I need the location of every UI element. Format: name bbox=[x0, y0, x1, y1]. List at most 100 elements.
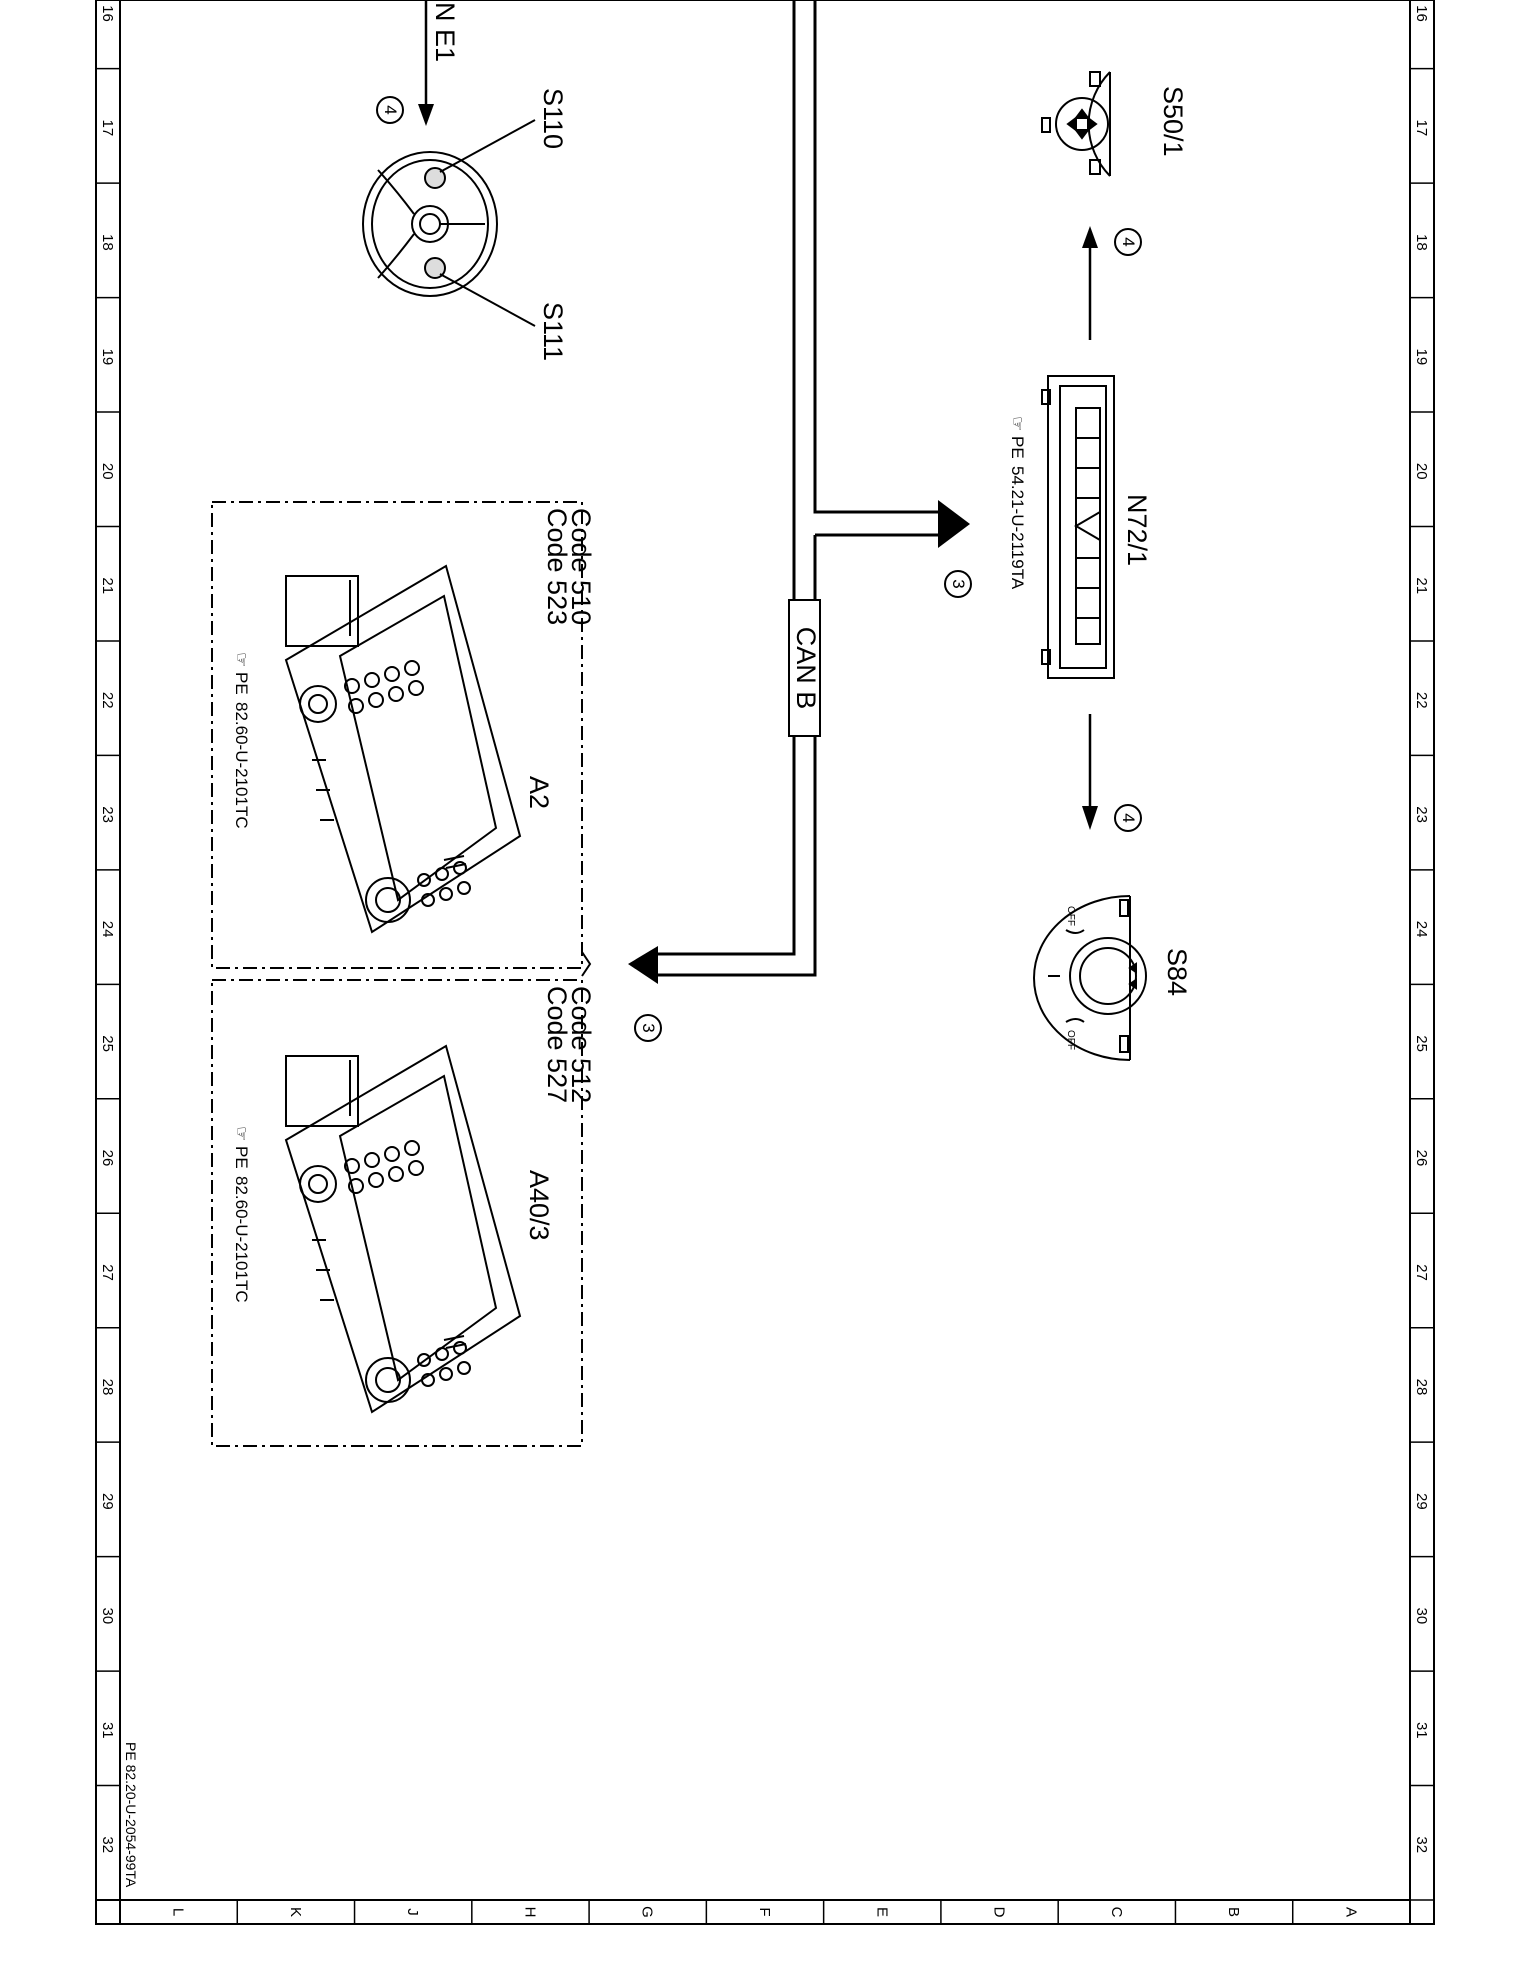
n-e1-label: N E1 bbox=[430, 2, 460, 62]
row-label-20-right: 20 bbox=[1413, 463, 1430, 480]
row-label-29-right: 29 bbox=[1413, 1493, 1430, 1510]
row-label-24-left: 24 bbox=[99, 921, 116, 938]
row-labels: 16 16 17 17 18 18 19 19 20 20 21 21 22 22 23 23 24 24 25 25… bbox=[99, 5, 1430, 1853]
a40-3-ref-prefix: PE bbox=[232, 1146, 251, 1169]
column-label-C: C bbox=[1108, 1907, 1125, 1918]
footer-doc-ref: PE 82.20-U-2054-99TA bbox=[123, 1742, 139, 1888]
s84-off-left: OFF bbox=[1065, 906, 1076, 926]
a2-option-box bbox=[211, 501, 583, 969]
label-s110: S110 bbox=[538, 88, 568, 149]
a40-3-ref-hand-icon: ☞ bbox=[232, 1126, 251, 1141]
steering-wheel-icon bbox=[362, 119, 536, 327]
row-label-27-left: 27 bbox=[99, 1264, 116, 1281]
a2-radio-unit-icon bbox=[284, 564, 522, 934]
page-frame bbox=[95, 0, 1435, 1925]
s84-switch-icon bbox=[1033, 895, 1147, 1061]
row-label-25-right: 25 bbox=[1413, 1035, 1430, 1052]
circle-ref-steering: 4 bbox=[376, 96, 404, 124]
column-label-K: K bbox=[287, 1907, 304, 1917]
label-s50-1: S50/1 bbox=[1158, 86, 1188, 157]
row-label-26-left: 26 bbox=[99, 1150, 116, 1167]
can-b-bus bbox=[654, 0, 940, 977]
arrow-to-n72 bbox=[938, 500, 970, 548]
svg-text:3: 3 bbox=[639, 1023, 658, 1032]
row-label-25-left: 25 bbox=[99, 1035, 116, 1052]
row-label-30-left: 30 bbox=[99, 1608, 116, 1625]
row-label-16-right: 16 bbox=[1413, 5, 1430, 22]
row-label-30-right: 30 bbox=[1413, 1608, 1430, 1625]
n72-ref-hand-icon: ☞ bbox=[1008, 416, 1027, 431]
row-label-26-right: 26 bbox=[1413, 1150, 1430, 1167]
a40-3-ref-number: 82.60-U-2101TC bbox=[232, 1176, 251, 1303]
label-a2: A2 bbox=[524, 776, 554, 809]
label-s84: S84 bbox=[1162, 948, 1192, 996]
svg-text:4: 4 bbox=[381, 105, 400, 114]
radio-bracket bbox=[581, 951, 592, 977]
a2-ref-prefix: PE bbox=[232, 672, 251, 695]
a2-code-2: Code 523 bbox=[542, 508, 572, 625]
arrow-to-radio bbox=[628, 946, 658, 984]
row-label-21-left: 21 bbox=[99, 577, 116, 594]
svg-text:4: 4 bbox=[1119, 237, 1138, 246]
arrow-n72-to-s84 bbox=[1082, 714, 1098, 830]
n-e1-connection: N E1 bbox=[418, 0, 460, 126]
a2-ref-hand-icon: ☞ bbox=[232, 652, 251, 667]
label-a40-3: A40/3 bbox=[524, 1170, 554, 1241]
n72-ref-prefix: PE bbox=[1008, 436, 1027, 459]
n72-ref-number: 54.21-U-2119TA bbox=[1008, 466, 1027, 590]
column-label-F: F bbox=[756, 1907, 773, 1916]
arrow-n72-to-s50 bbox=[1082, 226, 1098, 340]
row-label-27-right: 27 bbox=[1413, 1264, 1430, 1281]
column-label-L: L bbox=[170, 1908, 187, 1916]
row-label-31-left: 31 bbox=[99, 1722, 116, 1739]
row-label-22-right: 22 bbox=[1413, 692, 1430, 709]
s84-off-right: OFF bbox=[1065, 1030, 1076, 1050]
row-label-28-right: 28 bbox=[1413, 1379, 1430, 1396]
row-label-32-left: 32 bbox=[99, 1836, 116, 1853]
row-label-19-left: 19 bbox=[99, 348, 116, 365]
row-label-16-left: 16 bbox=[99, 5, 116, 22]
row-label-19-right: 19 bbox=[1413, 348, 1430, 365]
row-label-21-right: 21 bbox=[1413, 577, 1430, 594]
svg-text:4: 4 bbox=[1119, 813, 1138, 822]
a40-3-code-2: Code 527 bbox=[542, 986, 572, 1103]
row-label-28-left: 28 bbox=[99, 1379, 116, 1396]
column-label-A: A bbox=[1342, 1907, 1359, 1917]
a40-3-option-box bbox=[211, 979, 583, 1447]
a40-3-code-1: Code 512 bbox=[566, 986, 596, 1103]
svg-text:3: 3 bbox=[949, 579, 968, 588]
column-label-H: H bbox=[521, 1907, 538, 1918]
row-label-18-right: 18 bbox=[1413, 234, 1430, 251]
circle-ref-s50: 4 bbox=[1114, 228, 1142, 256]
s50-1-switch-icon bbox=[1041, 71, 1111, 177]
row-label-29-left: 29 bbox=[99, 1493, 116, 1510]
circle-ref-radio: 3 bbox=[634, 1014, 662, 1042]
row-label-22-left: 22 bbox=[99, 692, 116, 709]
can-b-label-box: CAN B bbox=[788, 599, 821, 737]
row-ticks bbox=[96, 67, 1434, 1901]
can-b-label: CAN B bbox=[791, 627, 821, 710]
column-label-D: D bbox=[991, 1907, 1008, 1918]
a2-code-1: Code 510 bbox=[566, 508, 596, 625]
row-label-18-left: 18 bbox=[99, 234, 116, 251]
row-label-17-left: 17 bbox=[99, 120, 116, 137]
row-label-23-right: 23 bbox=[1413, 806, 1430, 823]
circle-ref-n72: 3 bbox=[944, 570, 972, 598]
circle-ref-s84: 4 bbox=[1114, 804, 1142, 832]
row-label-17-right: 17 bbox=[1413, 120, 1430, 137]
a40-3-radio-unit-icon bbox=[284, 1044, 522, 1414]
a2-ref-number: 82.60-U-2101TC bbox=[232, 702, 251, 829]
row-label-20-left: 20 bbox=[99, 463, 116, 480]
column-label-B: B bbox=[1225, 1907, 1242, 1917]
label-n72-1: N72/1 bbox=[1122, 494, 1152, 566]
row-label-24-right: 24 bbox=[1413, 921, 1430, 938]
column-ticks bbox=[236, 1900, 1294, 1924]
row-label-32-right: 32 bbox=[1413, 1836, 1430, 1853]
column-label-E: E bbox=[873, 1907, 890, 1917]
n72-1-panel-icon bbox=[1041, 375, 1115, 679]
label-s111: S111 bbox=[538, 302, 568, 361]
row-label-23-left: 23 bbox=[99, 806, 116, 823]
row-label-31-right: 31 bbox=[1413, 1722, 1430, 1739]
